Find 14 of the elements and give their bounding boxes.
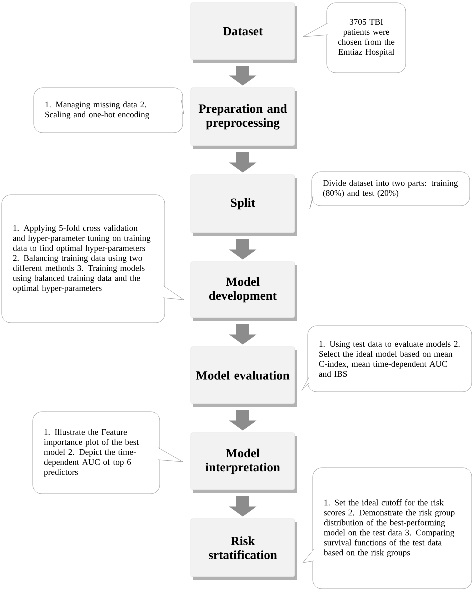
callout-bubble: 1. Managing missing data 2. Scaling and one-hot encoding bbox=[34, 88, 184, 134]
process-box: Model development bbox=[190, 262, 297, 321]
callout-bubble: 1. Using test data to evaluate models 2. Select the ideal model based on mean C-index, mean time-dependent AUC and IBS bbox=[302, 326, 472, 392]
process-box: Split bbox=[190, 174, 297, 236]
process-box: Risk srtatification bbox=[190, 518, 297, 580]
callout-bubble: 1. Set the ideal cutoff for the risk scores 2. Demonstrate the risk group distribution of the best-performing model on the test data 3. Comparing survival functions of the test data based on the risk groups bbox=[302, 468, 472, 590]
callout-bubble: 1. Applying 5-fold cross validation and hyper-parameter tuning on training data to find optimal hyper-parameters 2. Balancing training data using two different methods 3. Training models using balanced training data and the optimal hyper-parameters bbox=[2, 194, 184, 324]
callout-bubble: Divide dataset into two parts: training (80%) and test (20%) bbox=[310, 172, 470, 210]
process-box: Dataset bbox=[190, 2, 297, 63]
process-box: Model interpretation bbox=[190, 432, 297, 493]
callout-bubble: 1. Illustrate the Feature importance plot of the best model 2. Depict the time-dependent AUC of top 6 predictors bbox=[32, 412, 184, 494]
process-box: Preparation and preprocessing bbox=[190, 88, 297, 149]
process-box: Model evaluation bbox=[190, 346, 297, 407]
callout-bubble: 3705 TBI patients were chosen from the Emtiaz Hospital bbox=[302, 2, 406, 74]
